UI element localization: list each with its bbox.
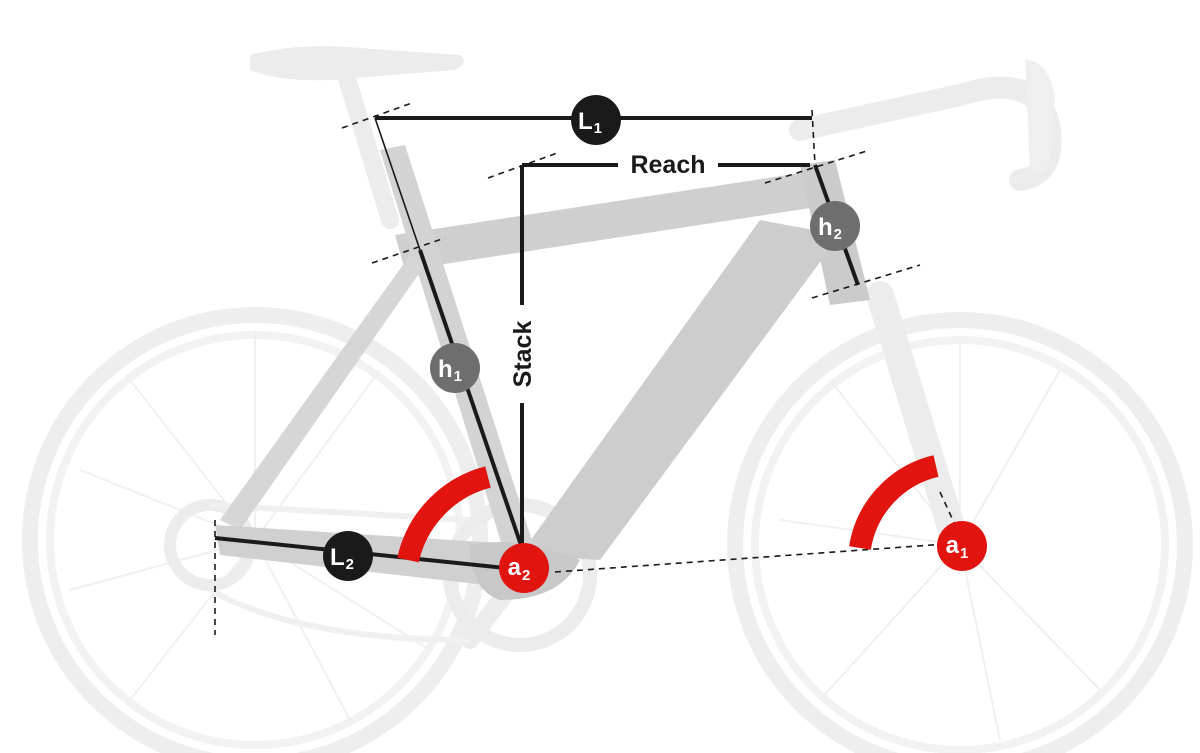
dimension-text: Reach Stack	[505, 147, 718, 403]
seat-stay	[220, 255, 425, 530]
badge-a2: a2	[499, 543, 549, 593]
badge-L1: L1	[571, 95, 621, 145]
h1-dimension-line	[418, 249, 524, 549]
top-tube	[395, 170, 830, 270]
svg-text:h1: h1	[438, 356, 462, 385]
fork	[866, 281, 969, 554]
reach-label: Reach	[630, 151, 705, 179]
angle-arcs	[397, 455, 939, 563]
down-tube	[520, 220, 840, 560]
badge-h1: h1	[430, 343, 480, 393]
bike-frame	[215, 145, 870, 600]
badge-L2: L2	[323, 531, 373, 581]
saddle	[250, 46, 464, 81]
head-angle-arc	[849, 455, 939, 551]
svg-text:L1: L1	[578, 108, 602, 137]
svg-text:L2: L2	[330, 544, 354, 573]
ghost-bicycle	[22, 46, 1193, 753]
badge-a1: a1	[937, 521, 987, 571]
brake-lever	[1025, 60, 1055, 174]
seat-angle-arc	[397, 466, 492, 563]
handlebar	[789, 76, 1062, 191]
badge-h2: h2	[810, 201, 860, 251]
svg-text:a1: a1	[946, 532, 969, 562]
svg-text:h2: h2	[818, 214, 842, 243]
seat-tube-center-line	[374, 117, 421, 251]
stack-label: Stack	[509, 321, 537, 388]
seatpost	[336, 63, 399, 229]
svg-text:a2: a2	[508, 554, 531, 584]
